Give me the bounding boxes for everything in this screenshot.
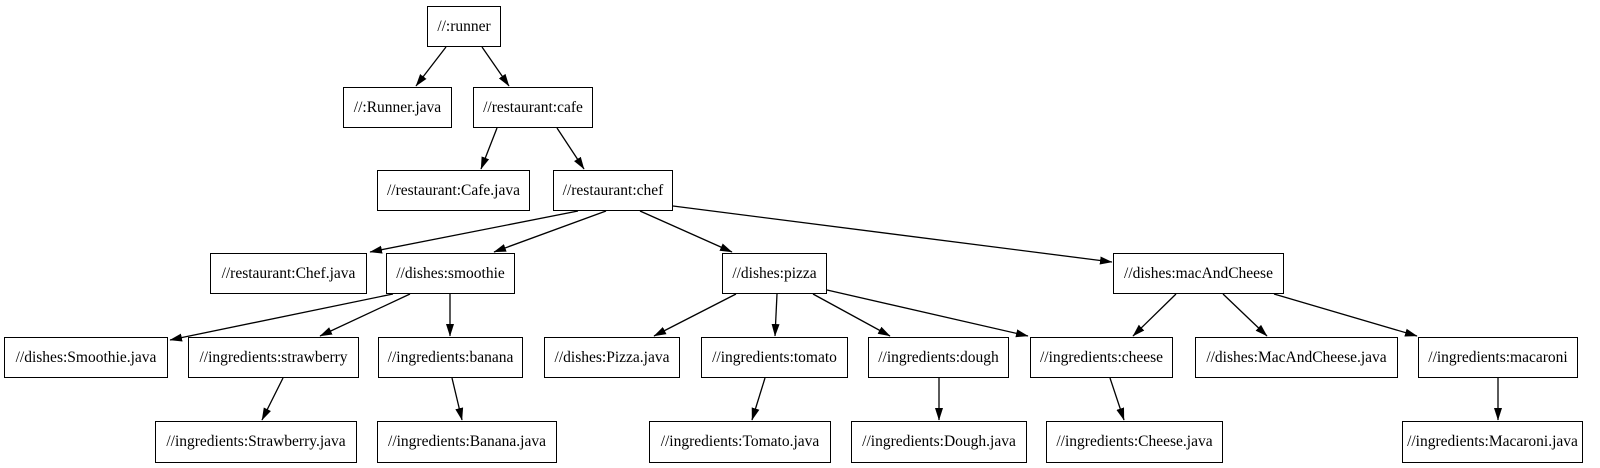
graph-node-pizza: //dishes:pizza [722,253,827,294]
graph-node-strawberry: //ingredients:strawberry [188,337,359,378]
graph-edge-mac_and_cheese-to-mac_and_cheese_java [1222,293,1268,337]
graph-edge-pizza-to-dough [812,293,891,337]
graph-edge-chef-to-chef_java [369,210,579,254]
graph-edge-smoothie-to-smoothie_java [169,293,394,342]
graph-edge-pizza-to-tomato [771,293,780,337]
graph-edge-smoothie-to-strawberry [319,293,411,337]
graph-edge-mac_and_cheese-to-macaroni [1273,293,1418,337]
graph-node-banana_java: //ingredients:Banana.java [377,421,557,463]
graph-edge-cafe-to-chef [556,127,585,170]
graph-node-mac_and_cheese: //dishes:macAndCheese [1113,253,1284,294]
graph-node-runner: //:runner [427,6,501,47]
graph-node-tomato_java: //ingredients:Tomato.java [649,421,831,463]
graph-node-chef_java: //restaurant:Chef.java [210,253,367,294]
graph-node-cheese: //ingredients:cheese [1030,337,1173,378]
graph-node-tomato: //ingredients:tomato [701,337,848,378]
graph-node-cheese_java: //ingredients:Cheese.java [1046,421,1223,463]
graph-edge-pizza-to-cheese [826,289,1029,338]
graph-edge-mac_and_cheese-to-cheese [1132,293,1177,337]
graph-edge-banana-to-banana_java [451,377,464,421]
graph-edge-runner-to-runner_java [415,46,447,87]
graph-node-pizza_java: //dishes:Pizza.java [544,337,680,378]
graph-node-runner_java: //:Runner.java [343,87,452,128]
graph-edge-chef-to-mac_and_cheese [672,205,1113,265]
graph-node-banana: //ingredients:banana [378,337,523,378]
graph-node-cafe: //restaurant:cafe [473,87,593,128]
graph-node-dough: //ingredients:dough [868,337,1009,378]
graph-edge-chef-to-smoothie [493,210,607,253]
graph-node-smoothie_java: //dishes:Smoothie.java [4,337,168,378]
graph-node-dough_java: //ingredients:Dough.java [851,421,1027,463]
graph-edge-pizza-to-pizza_java [653,293,737,337]
graph-node-mac_and_cheese_java: //dishes:MacAndCheese.java [1195,337,1398,378]
graph-node-cafe_java: //restaurant:Cafe.java [377,170,530,211]
graph-edge-cheese-to-cheese_java [1109,377,1125,421]
graph-edge-runner-to-cafe [481,46,510,87]
graph-edge-chef-to-pizza [639,210,733,253]
graph-edge-cafe-to-cafe_java [480,127,498,170]
graph-edge-strawberry-to-strawberry_java [261,377,284,421]
graph-node-macaroni_java: //ingredients:Macaroni.java [1402,421,1583,463]
graph-edge-tomato-to-tomato_java [751,377,766,421]
graph-node-macaroni: //ingredients:macaroni [1418,337,1578,378]
graph-node-smoothie: //dishes:smoothie [386,253,515,294]
graph-node-strawberry_java: //ingredients:Strawberry.java [155,421,357,463]
graph-node-chef: //restaurant:chef [553,170,673,211]
